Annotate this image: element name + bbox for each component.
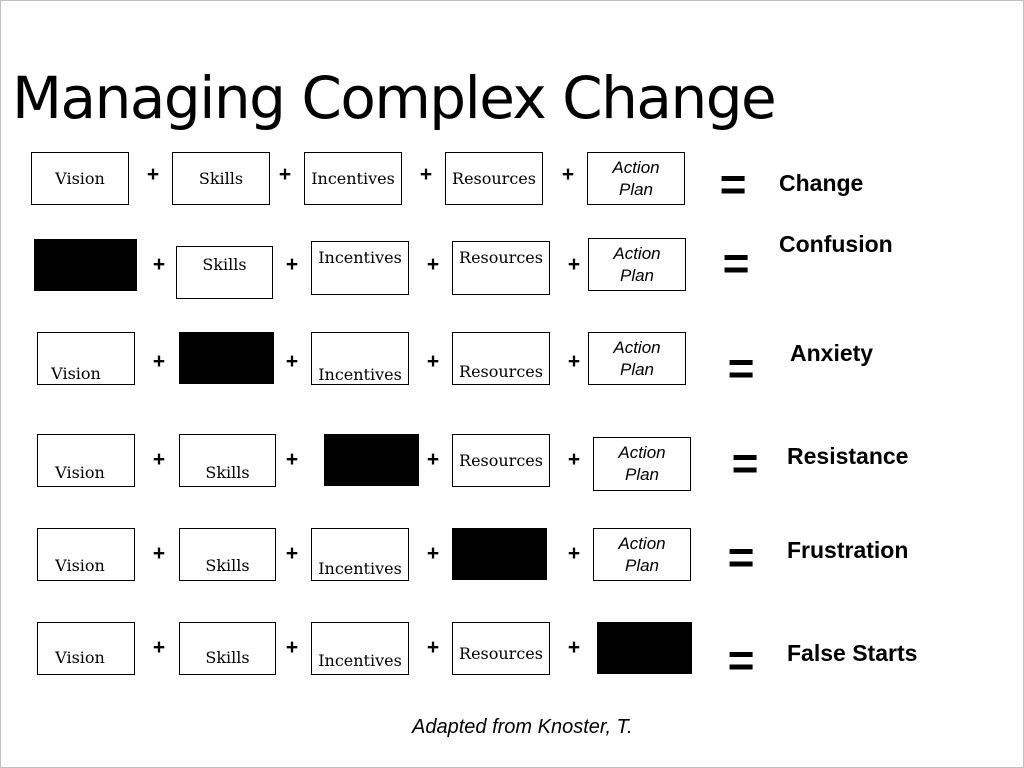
incentives-label: Incentives [318,559,402,578]
skills-box: Skills [179,622,276,675]
incentives-box: Incentives [304,152,402,205]
plus-sign: + [426,542,440,565]
incentives-label: Incentives [318,651,402,670]
plus-sign: + [567,350,581,373]
incentives-label: Incentives [311,169,395,188]
equals-sign: = [727,531,755,583]
skills-label: Skills [205,556,250,575]
action-plan-label-line1: Action [618,443,666,462]
incentives-box: Incentives [311,332,409,385]
resources-label: Resources [459,362,543,381]
vision-box: Vision [37,332,135,385]
action-plan-label-line2: Plan [618,179,654,199]
plus-sign: + [567,636,581,659]
vision-label: Vision [55,463,105,482]
vision-box: Vision [37,622,135,675]
equals-sign: = [727,342,755,394]
resources-box: Resources [452,332,550,385]
plus-sign: + [152,350,166,373]
incentives-box-missing [324,434,419,486]
vision-label: Vision [55,556,105,575]
vision-label: Vision [51,364,101,383]
plus-sign: + [426,350,440,373]
outcome-label: Anxiety [790,340,874,366]
resources-box: Resources [445,152,543,205]
resources-label: Resources [459,644,543,663]
vision-box: Vision [37,528,135,581]
action-plan-label-line2: Plan [624,555,660,575]
action-plan-label-line2: Plan [619,265,655,285]
action-plan-box: Action Plan [588,332,686,385]
outcome-label: Confusion [779,231,893,257]
vision-box: Vision [31,152,129,205]
plus-sign: + [285,448,299,471]
plus-sign: + [426,448,440,471]
action-plan-label-line1: Action [613,243,661,263]
resources-label: Resources [459,451,543,470]
plus-sign: + [567,542,581,565]
action-plan-label-line1: Action [613,337,661,357]
resources-label: Resources [459,248,543,267]
resources-box: Resources [452,434,550,487]
skills-box: Skills [179,528,276,581]
skills-label: Skills [198,169,244,188]
vision-label: Vision [55,648,105,667]
equals-sign: = [727,634,755,686]
vision-box-missing [34,239,137,291]
incentives-box: Incentives [311,622,409,675]
plus-sign: + [426,253,440,276]
skills-label: Skills [205,463,250,482]
skills-label: Skills [205,648,250,667]
equals-sign: = [722,237,750,289]
skills-label: Skills [202,255,247,274]
outcome-label: Change [779,170,864,196]
action-plan-box: Action Plan [593,528,691,581]
resources-box: Resources [452,241,550,295]
incentives-label: Incentives [318,248,402,267]
resources-label: Resources [452,169,536,188]
plus-sign: + [278,163,292,186]
plus-sign: + [152,542,166,565]
plus-sign: + [152,636,166,659]
action-plan-box-missing [597,622,692,674]
skills-box: Skills [172,152,270,205]
plus-sign: + [567,253,581,276]
action-plan-box: Action Plan [588,238,686,291]
action-plan-box: Action Plan [587,152,685,205]
resources-box-missing [452,528,547,580]
resources-box: Resources [452,622,550,675]
plus-sign: + [426,636,440,659]
action-plan-label-line2: Plan [624,465,660,484]
equals-sign: = [731,437,759,489]
vision-label: Vision [55,169,105,188]
skills-box-missing [179,332,274,384]
plus-sign: + [561,163,575,186]
page-title: Managing Complex Change [12,64,777,132]
action-plan-box: Action Plan [593,437,691,491]
plus-sign: + [285,542,299,565]
skills-box: Skills [176,246,273,299]
plus-sign: + [285,350,299,373]
plus-sign: + [152,253,166,276]
action-plan-label-line2: Plan [619,359,655,379]
action-plan-label-line1: Action [618,533,666,553]
incentives-box: Incentives [311,528,409,581]
plus-sign: + [285,636,299,659]
vision-box: Vision [37,434,135,487]
equals-sign: = [719,158,747,210]
plus-sign: + [152,448,166,471]
plus-sign: + [285,253,299,276]
plus-sign: + [146,163,160,186]
source-credit: Adapted from Knoster, T. [412,716,633,738]
action-plan-label-line1: Action [612,157,660,177]
incentives-label: Incentives [318,365,402,384]
outcome-label: False Starts [787,640,918,666]
plus-sign: + [419,163,433,186]
outcome-label: Resistance [787,443,909,469]
skills-box: Skills [179,434,276,487]
outcome-label: Frustration [787,537,909,563]
incentives-box: Incentives [311,241,409,295]
plus-sign: + [567,448,581,471]
